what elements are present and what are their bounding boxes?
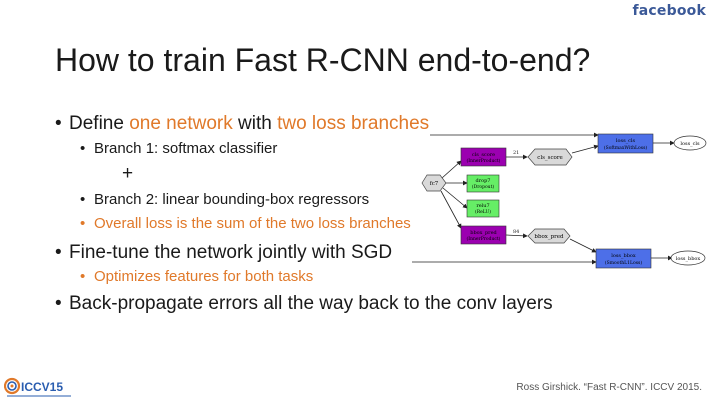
edge-bbox-pred-blob — [505, 233, 528, 239]
bullet-fine-tune: •Fine-tune the network jointly with SGD — [55, 242, 393, 263]
bullet-back-propagate-text: Back-propagate errors all the way back t… — [69, 293, 553, 314]
relu7-layer — [466, 199, 500, 218]
highlight-one-network: one network — [129, 113, 233, 134]
edge-cls-blob-loss-cls — [571, 144, 599, 154]
bullet-define-mid: with — [232, 113, 278, 134]
bbox-pred-layer-name: bbox_pred — [470, 230, 497, 236]
citation-footer: Ross Girshick. “Fast R-CNN”. ICCV 2015. — [516, 382, 702, 393]
sub-bullet-branch2-text: Branch 2: linear bounding-box regressors — [94, 191, 370, 208]
loss-cls-layer-type: (SoftmaxWithLoss) — [604, 144, 648, 151]
edge-fc7-bbox-pred — [440, 190, 462, 229]
highlight-two-loss-branches: two loss branches — [277, 113, 430, 134]
bullet-define-pre: Define — [69, 113, 130, 134]
cls-score-layer-type: (InnerProduct) — [467, 157, 501, 164]
iccv-logo-mark — [4, 377, 21, 395]
sub-bullet-branch1-text: Branch 1: softmax classifier — [94, 140, 278, 157]
drop7-layer-type: (Dropout) — [472, 183, 495, 190]
facebook-logo: facebook — [632, 3, 706, 19]
drop7-layer — [466, 174, 500, 193]
cls-score-layer — [460, 147, 507, 167]
iccv-logo-underline — [7, 395, 71, 397]
loss-bbox-output-label: loss_bbox — [676, 256, 701, 262]
bullet-back-propagate: •Back-propagate errors all the way back … — [55, 293, 553, 314]
bbox-pred-layer — [460, 225, 507, 245]
sub-bullet-overall-loss: •Overall loss is the sum of the two loss… — [80, 215, 411, 232]
loss-bbox-layer-name: loss_bbox — [611, 253, 636, 259]
edge-fc7-relu7 — [442, 187, 468, 209]
sub-bullet-overall-loss-text: Overall loss is the sum of the two loss … — [94, 215, 411, 232]
edge-label-21: 21 — [513, 150, 519, 156]
fc7-label: fc7 — [430, 181, 439, 187]
cls-score-blob — [527, 148, 573, 166]
bullet-define: •Define one network with two loss branch… — [55, 113, 430, 134]
fc7-blob — [421, 174, 447, 192]
bbox-pred-blob — [527, 228, 571, 244]
plus-sign: + — [122, 163, 134, 184]
loss-cls-output — [673, 135, 707, 151]
loss-bbox-layer-type: (SmoothL1Loss) — [605, 259, 642, 266]
loss-cls-layer — [597, 133, 654, 154]
edge-label-84: 84 — [513, 229, 519, 235]
sub-bullet-branch2: •Branch 2: linear bounding-box regressor… — [80, 191, 370, 208]
edge-fc7-cls-score — [441, 160, 462, 179]
loss-cls-layer-name: loss_cls — [616, 138, 636, 144]
cls-score-layer-name: cls_score — [472, 152, 495, 158]
bbox-pred-blob-label: bbox_pred — [534, 234, 564, 240]
relu7-layer-type: (ReLU) — [475, 208, 491, 215]
loss-bbox-layer — [595, 248, 652, 269]
slide-title: How to train Fast R-CNN end-to-end? — [55, 42, 591, 78]
bbox-pred-layer-type: (InnerProduct) — [467, 235, 501, 242]
drop7-layer-name: drop7 — [476, 178, 491, 184]
iccv-logo-text: ICCV15 — [21, 380, 63, 394]
sub-bullet-optimizes: •Optimizes features for both tasks — [80, 268, 314, 285]
bullet-fine-tune-text: Fine-tune the network jointly with SGD — [69, 242, 393, 263]
loss-cls-output-label: loss_cls — [680, 141, 700, 147]
edge-bbox-blob-loss-bbox — [569, 238, 597, 253]
sub-bullet-optimizes-text: Optimizes features for both tasks — [94, 268, 314, 285]
cls-score-blob-label: cls_score — [537, 155, 563, 161]
iccv-logo: ICCV15 — [4, 377, 71, 397]
sub-bullet-branch1: •Branch 1: softmax classifier — [80, 140, 278, 157]
loss-bbox-output — [670, 250, 706, 266]
relu7-layer-name: relu7 — [476, 203, 489, 209]
